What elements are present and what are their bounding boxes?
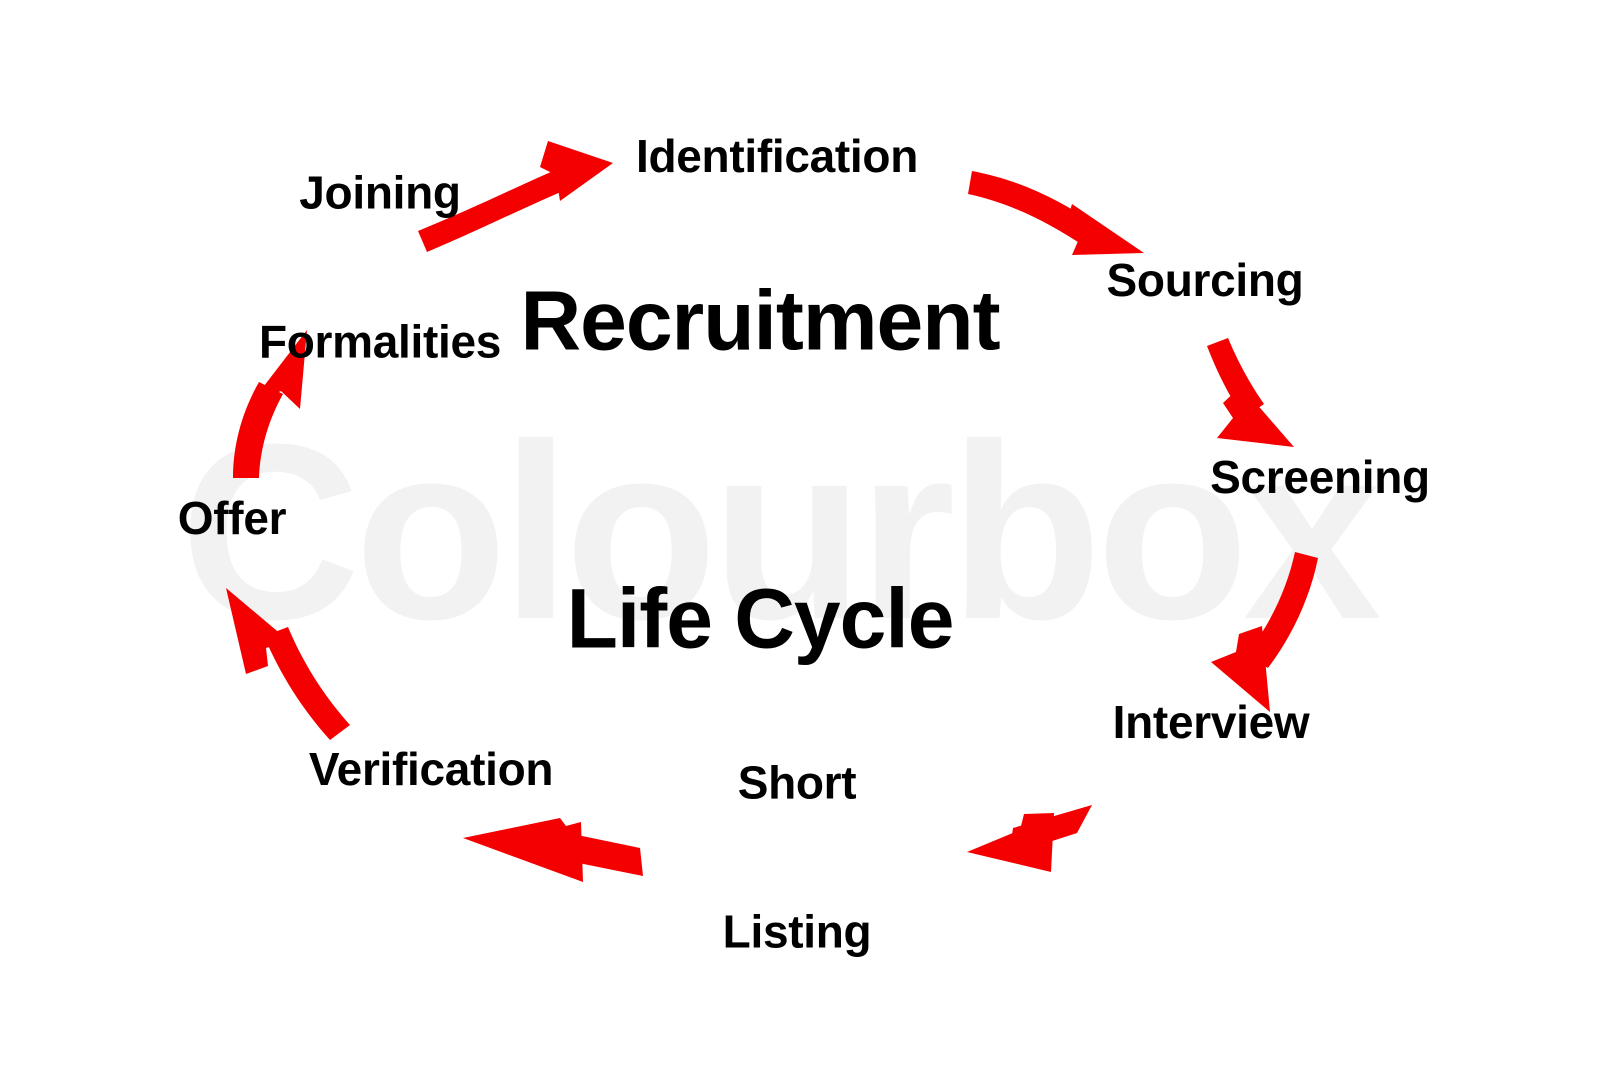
stage-label-short-listing-line-2: Listing <box>722 905 872 958</box>
stage-label-joining-formalities[interactable]: Joining Formalities <box>259 69 501 466</box>
stage-label-verification-line-1: Verification <box>308 743 554 796</box>
stage-label-screening-line-1: Screening <box>1210 451 1430 504</box>
stage-label-sourcing[interactable]: Sourcing <box>1107 157 1304 405</box>
stage-label-short-listing-line-1: Short <box>737 756 857 809</box>
stage-label-verification[interactable]: Verification <box>308 646 554 894</box>
page-title: Recruitment Life Cycle <box>520 74 1000 867</box>
page-title-line-2: Life Cycle <box>566 571 955 666</box>
stage-label-offer-line-1: Offer <box>177 492 287 545</box>
stage-label-interview-line-1: Interview <box>1112 696 1310 749</box>
stage-label-identification[interactable]: Identification <box>636 33 918 281</box>
stage-label-interview[interactable]: Interview <box>1113 599 1310 847</box>
stage-label-identification-line-1: Identification <box>635 130 919 183</box>
page-title-line-1: Recruitment <box>520 273 1000 368</box>
stage-label-joining-formalities-line-2: Formalities <box>258 315 502 368</box>
stage-label-joining-formalities-line-1: Joining <box>299 166 461 219</box>
stage-label-short-listing[interactable]: Short Listing <box>723 659 872 1056</box>
stage-label-sourcing-line-1: Sourcing <box>1106 254 1304 307</box>
stage-label-screening[interactable]: Screening <box>1210 354 1430 602</box>
stage-label-offer[interactable]: Offer <box>177 395 287 643</box>
